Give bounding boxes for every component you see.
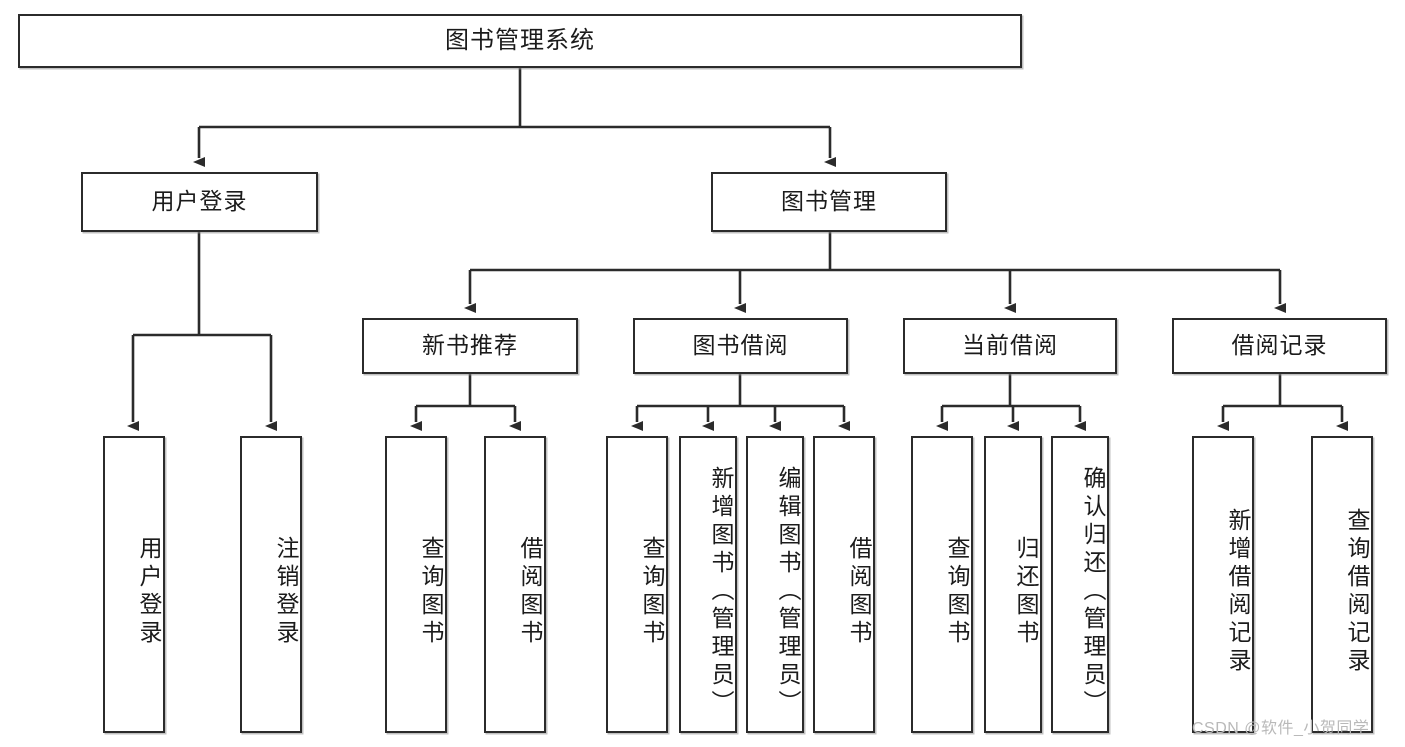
leaf-node[interactable]: 归还图书 [984,436,1042,733]
leaf-node[interactable]: 借阅图书 [813,436,875,733]
node-label: 借阅图书 [846,535,872,648]
leaf-node[interactable]: 查询图书 [911,436,973,733]
node-label: 注销登录 [273,535,299,648]
node-label: 图书管理系统 [445,26,595,54]
leaf-node[interactable]: 编辑图书（管理员） [746,436,804,733]
node-label: 查询图书 [418,535,444,648]
node-level3-book-borrow[interactable]: 图书借阅 [633,318,848,374]
node-label: 用户登录 [151,188,248,215]
node-label: 归还图书 [1013,535,1039,648]
node-label: 查询图书 [639,535,665,648]
node-root[interactable]: 图书管理系统 [18,14,1022,68]
node-label: 图书管理 [781,188,877,215]
node-label: 新书推荐 [422,332,518,359]
node-label: 图书借阅 [692,332,789,359]
node-label: 查询图书 [944,535,970,648]
leaf-node[interactable]: 查询借阅记录 [1311,436,1373,733]
node-label: 借阅记录 [1231,332,1328,359]
leaf-node[interactable]: 注销登录 [240,436,302,733]
leaf-node[interactable]: 确认归还（管理员） [1051,436,1109,733]
leaf-node[interactable]: 借阅图书 [484,436,546,733]
node-level3-new-book-recommend[interactable]: 新书推荐 [362,318,578,374]
node-label: 编辑图书（管理员） [775,465,801,718]
node-label: 用户登录 [136,535,162,648]
node-label: 查询借阅记录 [1344,507,1370,676]
node-label: 借阅图书 [517,535,543,648]
node-level3-current-borrow[interactable]: 当前借阅 [903,318,1117,374]
leaf-node[interactable]: 查询图书 [606,436,668,733]
leaf-node[interactable]: 新增借阅记录 [1192,436,1254,733]
node-level2-user-login[interactable]: 用户登录 [81,172,318,232]
node-label: 新增借阅记录 [1225,507,1251,676]
leaf-node[interactable]: 用户登录 [103,436,165,733]
node-label: 新增图书（管理员） [708,465,734,718]
node-label: 当前借阅 [962,332,1058,359]
node-level2-book-management[interactable]: 图书管理 [711,172,947,232]
leaf-node[interactable]: 新增图书（管理员） [679,436,737,733]
watermark: CSDN @软件_小贺同学 [1192,720,1370,737]
node-label: 确认归还（管理员） [1080,465,1106,718]
leaf-node[interactable]: 查询图书 [385,436,447,733]
node-level3-borrow-record[interactable]: 借阅记录 [1172,318,1387,374]
